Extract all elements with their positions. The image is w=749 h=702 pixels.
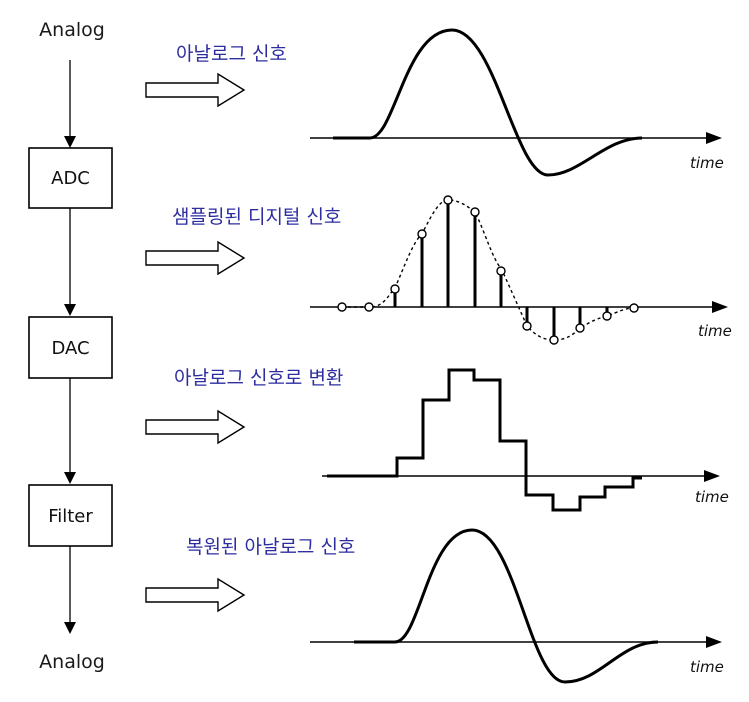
- panel-2-sample-points: [337, 195, 639, 345]
- block-arrow-2: [145, 240, 246, 276]
- panel-2-sampled-signal: time: [310, 195, 732, 345]
- sample-point: [496, 266, 506, 276]
- panel-2-dashed-envelope: [342, 199, 635, 341]
- sample-point: [522, 321, 532, 331]
- flow-arrowhead-4: [64, 622, 76, 634]
- sample-point: [417, 229, 427, 239]
- panel-3-description: 아날로그 신호로 변환: [174, 367, 343, 389]
- panel-4-restored-signal: time: [310, 528, 724, 684]
- block-arrow-3: [145, 409, 246, 445]
- panel-3-time-label: time: [695, 488, 729, 506]
- panel-2-time-label: time: [698, 322, 732, 340]
- sample-point: [549, 335, 559, 345]
- panel-2-description: 샘플링된 디지털 신호: [172, 206, 341, 228]
- sample-point: [337, 302, 347, 312]
- panel-1-description: 아날로그 신호: [176, 43, 287, 65]
- panel-1-time-label: time: [690, 154, 724, 172]
- flow-arrowhead-1: [64, 136, 76, 148]
- panel-4-description: 복원된 아날로그 신호: [186, 536, 355, 558]
- sample-point: [443, 195, 453, 205]
- panel-1-axis-arrowhead: [706, 132, 722, 144]
- block-arrow-4: [145, 577, 246, 613]
- panel-4-axis-arrowhead: [706, 636, 722, 648]
- panel-4-waveform: [354, 528, 659, 684]
- adc-box-label: ADC: [51, 168, 90, 189]
- block-arrow-1: [145, 72, 246, 108]
- sample-point: [602, 311, 612, 321]
- sample-point: [575, 323, 585, 333]
- panel-1-waveform: [333, 28, 643, 177]
- output-analog-label: Analog: [39, 651, 105, 673]
- sample-point: [629, 303, 639, 313]
- sample-point: [364, 302, 374, 312]
- sample-point: [470, 207, 480, 217]
- panel-3-staircase: [327, 368, 642, 512]
- filter-box: [28, 484, 113, 547]
- flow-arrowhead-3: [64, 472, 76, 484]
- panel-2-sample-stems: [393, 200, 609, 340]
- filter-box-label: Filter: [48, 506, 93, 527]
- dac-box-label: DAC: [51, 338, 89, 359]
- input-analog-label: Analog: [39, 19, 105, 41]
- panel-4-time-label: time: [690, 658, 724, 676]
- panel-1-analog-signal: time: [310, 28, 724, 177]
- flow-arrowhead-2: [64, 304, 76, 316]
- dac-box: [28, 316, 113, 379]
- sample-point: [390, 284, 400, 294]
- panel-2-axis-arrowhead: [712, 301, 728, 313]
- panel-3-staircase-signal: time: [322, 368, 729, 512]
- panel-3-axis-arrowhead: [704, 470, 720, 482]
